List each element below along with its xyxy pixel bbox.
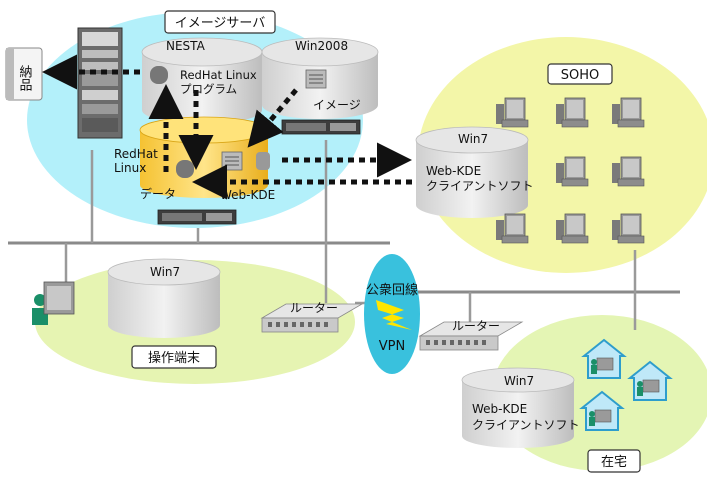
webkde-db-cylinder [139,116,270,198]
nesta-desc-line2: プログラム [180,82,237,96]
delivery-label: 納品 [17,65,33,91]
operation-win7-label: Win7 [150,265,180,279]
soho-win7-cylinder [415,126,529,218]
vpn-label: VPN [379,339,405,354]
operator-pc [43,281,75,315]
image-label: イメージ [313,98,361,112]
public-network-label: 公衆回線 [366,282,418,298]
image-server-tag [164,10,276,34]
home-win7-cylinder [461,367,575,448]
home-client-line2: クライアントソフト [472,418,580,432]
router-left-label: ルーター [290,301,338,315]
operation-tag [131,345,217,369]
router-left [260,303,364,333]
home-win7-label: Win7 [504,374,534,388]
webkde-label: Web-KDE [220,188,275,202]
redhat-label-line1: RedHat [114,147,158,161]
webkde-server-unit [157,209,237,225]
operation-win7-cylinder [107,258,221,338]
image-server-label: イメージサーバ [175,16,266,31]
nesta-desc-line1: RedHat Linux [180,68,257,82]
data-label: データ [140,186,176,201]
soho-tag [547,63,613,85]
router-right [418,321,524,351]
image-doc-icon [305,69,327,89]
soho-win7-label: Win7 [458,132,488,146]
lightning-icon [376,300,412,330]
operation-label: 操作端末 [148,350,200,366]
router-right-label: ルーター [452,319,500,333]
win2008-server-unit [281,119,361,135]
redhat-label-line2: Linux [114,161,146,175]
win2008-label: Win2008 [295,39,348,53]
home-label: 在宅 [601,455,627,470]
soho-label: SOHO [561,68,600,83]
soho-client-line2: クライアントソフト [426,179,534,193]
delivery-box: 納品 [5,47,43,101]
home-client-line1: Web-KDE [472,402,527,416]
soho-client-line1: Web-KDE [426,164,481,178]
nesta-label: NESTA [166,39,206,53]
server-rack [77,27,123,139]
home-tag [587,449,641,473]
